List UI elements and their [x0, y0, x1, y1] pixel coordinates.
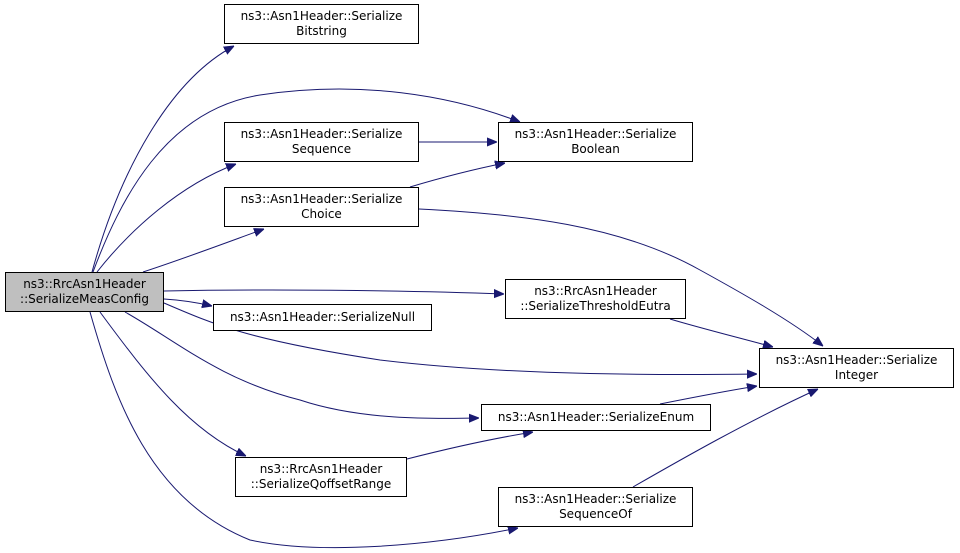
node-bitstring-label-line-1: Bitstring: [296, 24, 347, 38]
node-sequence-label-line-1: Sequence: [291, 142, 352, 156]
node-integer-label-line-0: ns3::Asn1Header::Serialize: [775, 353, 938, 367]
node-enum-label-line-0: ns3::Asn1Header::SerializeEnum: [497, 410, 695, 424]
edge-enum-integer: [659, 386, 757, 405]
node-threshold[interactable]: ns3::RrcAsn1Header::SerializeThresholdEu…: [505, 279, 686, 319]
node-boolean-label-line-0: ns3::Asn1Header::Serialize: [514, 127, 677, 141]
edge-root-qoffset: [99, 311, 246, 456]
edge-root-null: [163, 298, 212, 306]
edge-sequenceof-integer: [632, 389, 818, 488]
edge-root-boolean: [92, 88, 520, 273]
edge-root-sequenceof: [89, 311, 518, 549]
node-root-label-line-0: ns3::RrcAsn1Header: [23, 277, 146, 291]
node-root: ns3::RrcAsn1Header::SerializeMeasConfig: [5, 272, 164, 312]
node-sequenceof-label-line-1: SequenceOf: [559, 507, 632, 521]
edge-threshold-integer: [669, 318, 773, 347]
node-choice-label-line-0: ns3::Asn1Header::Serialize: [240, 192, 403, 206]
node-null-label-line-0: ns3::Asn1Header::SerializeNull: [229, 310, 416, 324]
node-threshold-label-line-0: ns3::RrcAsn1Header: [534, 284, 657, 298]
edge-root-bitstring: [91, 46, 234, 273]
edge-root-enum: [124, 311, 479, 418]
edge-choice-boolean: [409, 163, 505, 188]
node-sequence-label-line-0: ns3::Asn1Header::Serialize: [240, 127, 403, 141]
edge-qoffset-enum: [406, 432, 533, 460]
node-threshold-label-line-1: ::SerializeThresholdEutra: [520, 299, 671, 313]
node-boolean-label-line-1: Boolean: [571, 142, 620, 156]
node-integer-label-line-1: Integer: [834, 368, 879, 382]
edge-root-sequence: [96, 164, 236, 273]
node-qoffset-label-line-1: ::SerializeQoffsetRange: [250, 477, 392, 491]
node-null[interactable]: ns3::Asn1Header::SerializeNull: [213, 304, 432, 331]
node-bitstring-label-line-0: ns3::Asn1Header::Serialize: [240, 9, 403, 23]
edge-root-choice: [142, 229, 264, 273]
node-root-label-line-1: ::SerializeMeasConfig: [20, 292, 149, 306]
node-sequenceof-label-line-0: ns3::Asn1Header::Serialize: [514, 492, 677, 506]
node-qoffset-label-line-0: ns3::RrcAsn1Header: [259, 462, 383, 476]
edge-root-threshold: [163, 290, 504, 294]
node-qoffset[interactable]: ns3::RrcAsn1Header::SerializeQoffsetRang…: [235, 457, 407, 497]
node-enum[interactable]: ns3::Asn1Header::SerializeEnum: [481, 404, 711, 431]
edge-choice-integer: [418, 208, 823, 346]
node-choice-label-line-1: Choice: [301, 207, 342, 221]
